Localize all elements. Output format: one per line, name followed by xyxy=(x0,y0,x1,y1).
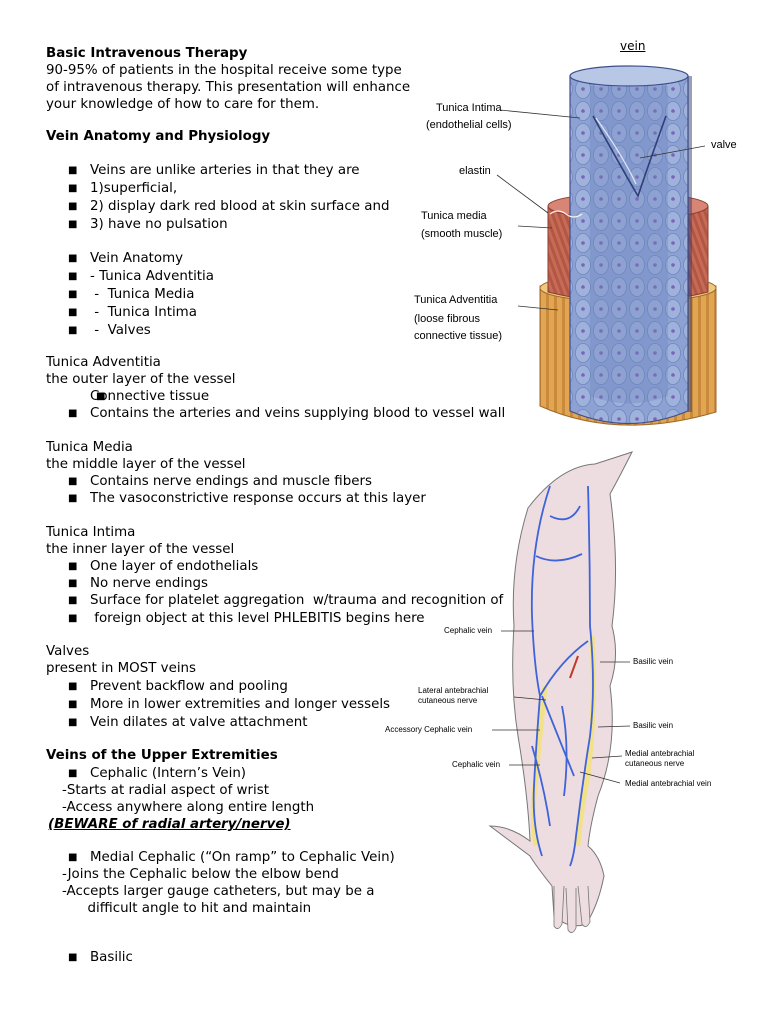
text-line: -Starts at radial aspect of wrist xyxy=(62,783,269,798)
section-title-basic-iv: Basic Intravenous Therapy xyxy=(46,46,248,61)
vein-figure-caption: vein xyxy=(620,39,646,53)
list-item: Contains nerve endings and muscle fibers xyxy=(90,474,372,489)
bullet-square-icon: ■ xyxy=(68,307,78,318)
label-valve: valve xyxy=(711,139,737,151)
bullet-square-icon: ■ xyxy=(68,595,78,606)
desc-line: present in MOST veins xyxy=(46,661,196,676)
label-basilic-vein-lower: Basilic vein xyxy=(633,721,674,730)
list-item: Medial Cephalic (“On ramp” to Cephalic V… xyxy=(90,850,395,865)
list-item: - Tunica Adventitia xyxy=(90,269,214,284)
section-title-upper-extremities: Veins of the Upper Extremities xyxy=(46,748,278,763)
label-cephalic-vein-lower: Cephalic vein xyxy=(452,760,501,769)
label-medial-antebrachial-vein: Medial antebrachial vein xyxy=(625,779,712,788)
bullet-square-icon: ■ xyxy=(68,852,78,863)
bullet-square-icon: ■ xyxy=(68,201,78,212)
label-tunica-adventitia-desc: connective tissue) xyxy=(414,330,503,342)
bullet-square-icon: ■ xyxy=(96,391,106,402)
list-item: 3) have no pulsation xyxy=(90,217,228,232)
bullet-square-icon: ■ xyxy=(68,561,78,572)
heading-tunica-adventitia: Tunica Adventitia xyxy=(46,355,161,370)
list-item: No nerve endings xyxy=(90,576,209,591)
label-elastin: elastin xyxy=(459,165,491,177)
bullet-square-icon: ■ xyxy=(68,325,78,336)
label-medial-antebrachial-nerve: Medial antebrachial xyxy=(625,749,695,758)
arm-illustration xyxy=(488,451,633,933)
list-item: One layer of endothelials xyxy=(90,559,259,574)
bullet-square-icon: ■ xyxy=(68,699,78,710)
list-item: Vein dilates at valve attachment xyxy=(90,715,308,730)
list-item: Surface for platelet aggregation w/traum… xyxy=(90,593,504,608)
bullet-square-icon: ■ xyxy=(68,219,78,230)
beware-note: (BEWARE of radial artery/nerve) xyxy=(48,817,291,832)
label-tunica-intima-desc: (endothelial cells) xyxy=(426,119,512,131)
bullet-square-icon: ■ xyxy=(68,768,78,779)
list-item: 1)superficial, xyxy=(90,181,178,196)
list-item: Cephalic (Intern’s Vein) xyxy=(90,766,247,781)
bullet-square-icon: ■ xyxy=(68,476,78,487)
vein-leader-lines xyxy=(496,109,706,311)
bullet-square-icon: ■ xyxy=(68,289,78,300)
bullet-square-icon: ■ xyxy=(68,681,78,692)
list-item: - Valves xyxy=(90,323,151,338)
desc-line: the middle layer of the vessel xyxy=(46,457,246,472)
list-item: Connective tissue xyxy=(90,389,210,404)
section-title-vein-anatomy: Vein Anatomy and Physiology xyxy=(46,129,271,144)
label-tunica-adventitia-desc: (loose fibrous xyxy=(414,313,481,325)
label-lateral-antebrachial-nerve: cutaneous nerve xyxy=(418,696,478,705)
list-item: 2) display dark red blood at skin surfac… xyxy=(90,199,390,214)
list-item: The vasoconstrictive response occurs at … xyxy=(90,491,426,506)
list-item: - Tunica Media xyxy=(90,287,195,302)
label-lateral-antebrachial-nerve: Lateral antebrachial xyxy=(418,686,489,695)
desc-line: the outer layer of the vessel xyxy=(46,372,236,387)
desc-line: the inner layer of the vessel xyxy=(46,542,235,557)
heading-valves: Valves xyxy=(46,644,90,659)
label-cephalic-vein-upper: Cephalic vein xyxy=(444,626,493,635)
vein-illustration xyxy=(539,65,717,426)
bullet-square-icon: ■ xyxy=(68,253,78,264)
bullet-square-icon: ■ xyxy=(68,183,78,194)
intro-line: 90-95% of patients in the hospital recei… xyxy=(46,63,402,78)
bullet-square-icon: ■ xyxy=(68,165,78,176)
list-item: Veins are unlike arteries in that they a… xyxy=(90,163,360,178)
label-basilic-vein-upper: Basilic vein xyxy=(633,657,674,666)
bullet-square-icon: ■ xyxy=(68,578,78,589)
label-tunica-intima: Tunica Intima xyxy=(436,102,502,114)
text-line: -Accepts larger gauge catheters, but may… xyxy=(62,884,375,899)
text-line: difficult angle to hit and maintain xyxy=(62,901,312,916)
bullet-square-icon: ■ xyxy=(68,271,78,282)
label-tunica-adventitia: Tunica Adventitia xyxy=(414,294,498,306)
intro-line: your knowledge of how to care for them. xyxy=(46,97,320,112)
label-tunica-media-desc: (smooth muscle) xyxy=(421,228,503,240)
heading-tunica-media: Tunica Media xyxy=(46,440,133,455)
list-item: More in lower extremities and longer ves… xyxy=(90,697,391,712)
bullet-square-icon: ■ xyxy=(68,408,78,419)
list-item: foreign object at this level PHLEBITIS b… xyxy=(90,611,425,626)
bullet-square-icon: ■ xyxy=(68,493,78,504)
label-accessory-cephalic-vein: Accessory Cephalic vein xyxy=(385,725,473,734)
list-item: - Tunica Intima xyxy=(90,305,197,320)
bullet-square-icon: ■ xyxy=(68,613,78,624)
text-line: -Access anywhere along entire length xyxy=(62,800,315,815)
bullet-square-icon: ■ xyxy=(68,952,78,963)
bullet-square-icon: ■ xyxy=(68,717,78,728)
list-item: Basilic xyxy=(90,950,133,965)
list-item: Prevent backflow and pooling xyxy=(90,679,288,694)
list-item: Vein Anatomy xyxy=(90,251,184,266)
label-tunica-media: Tunica media xyxy=(421,210,487,222)
heading-tunica-intima: Tunica Intima xyxy=(46,525,136,540)
label-medial-antebrachial-nerve: cutaneous nerve xyxy=(625,759,685,768)
intro-line: of intravenous therapy. This presentatio… xyxy=(46,80,411,95)
text-line: -Joins the Cephalic below the elbow bend xyxy=(62,867,339,882)
list-item: Contains the arteries and veins supplyin… xyxy=(90,406,506,421)
